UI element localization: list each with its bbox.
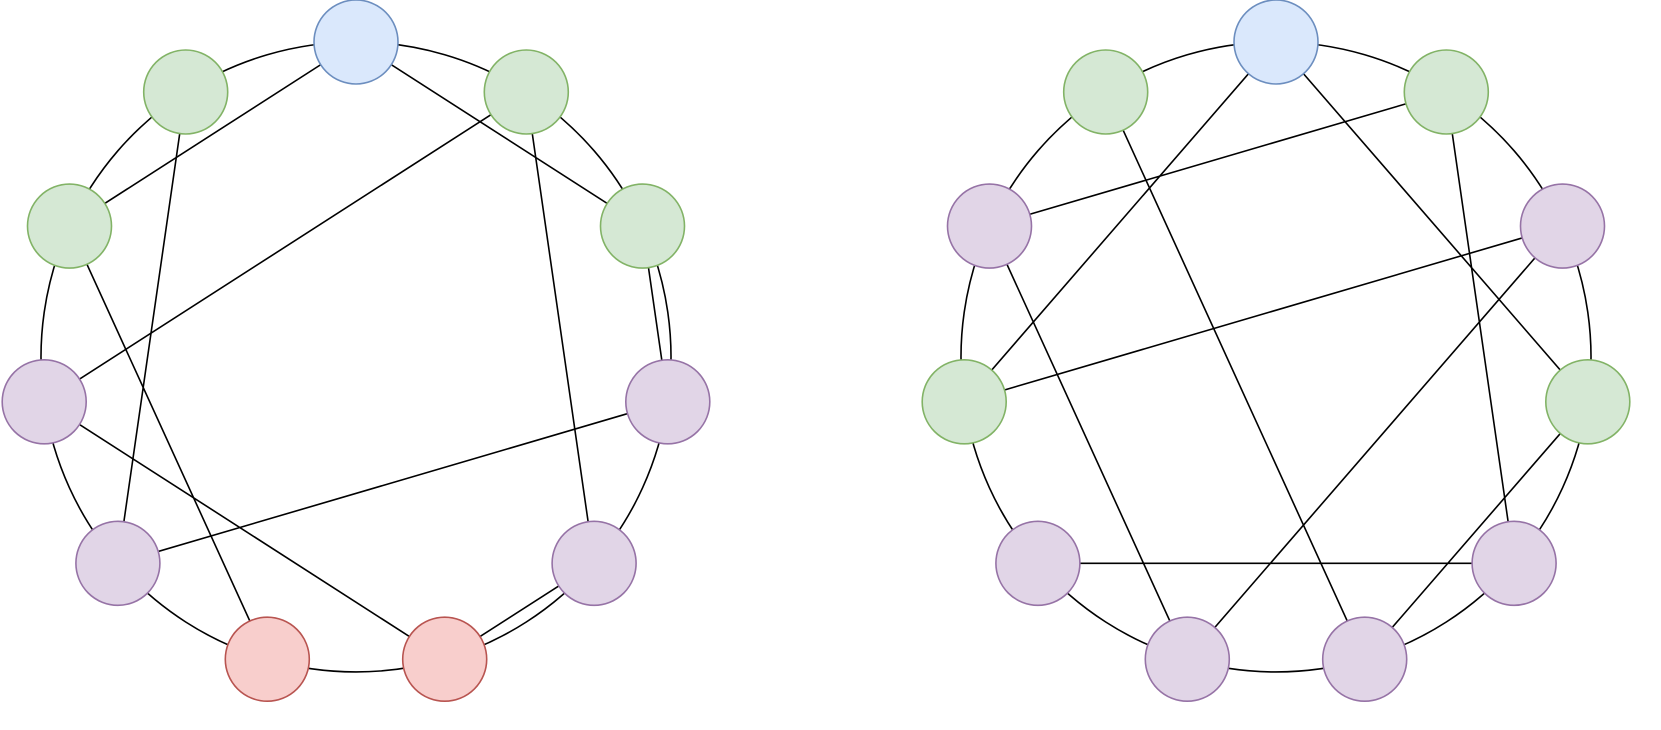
left-node-10-green xyxy=(142,49,229,135)
right-node-2-purple xyxy=(1519,183,1606,269)
left-node-5-red xyxy=(401,616,488,703)
right-node-7-purple xyxy=(995,520,1081,607)
right-chord-edge-9 xyxy=(963,225,1563,403)
left-node-1-green xyxy=(483,49,570,135)
right-chord-edge-3 xyxy=(989,91,1447,227)
right-node-5-purple xyxy=(1321,616,1408,703)
right-node-0-blue xyxy=(1233,0,1319,85)
right-chord-edge-1 xyxy=(963,41,1277,403)
left-node-2-green xyxy=(599,183,686,269)
right-chord-edge-4 xyxy=(1186,225,1564,660)
right-chord-edge-5 xyxy=(1364,401,1589,660)
left-node-7-purple xyxy=(75,520,161,607)
right-chord-edge-8 xyxy=(988,225,1189,660)
right-node-6-purple xyxy=(1144,616,1231,703)
left-node-6-red xyxy=(224,616,311,703)
left-node-8-purple xyxy=(1,358,88,445)
right-node-10-green xyxy=(1062,49,1149,135)
left-chord-edge-8 xyxy=(117,91,187,564)
left-chord-edge-6 xyxy=(43,401,446,660)
left-node-4-purple xyxy=(551,520,637,607)
left-node-9-green xyxy=(26,183,113,269)
left-node-3-purple xyxy=(624,358,711,445)
left-node-0-blue xyxy=(313,0,399,85)
right-ring-graph xyxy=(921,0,1631,703)
left-graph-nodes xyxy=(1,0,711,703)
left-chord-edge-7 xyxy=(68,225,269,660)
right-graph-nodes xyxy=(921,0,1631,703)
right-chord-edge-0 xyxy=(1275,41,1589,403)
right-node-9-purple xyxy=(946,183,1033,269)
left-chord-edge-2 xyxy=(525,91,595,564)
right-chord-edge-7 xyxy=(1104,91,1366,660)
right-node-4-purple xyxy=(1471,520,1557,607)
right-node-1-green xyxy=(1403,49,1490,135)
right-node-8-green xyxy=(921,358,1008,445)
left-chord-edge-0 xyxy=(355,41,643,227)
left-chord-edge-4 xyxy=(117,401,669,565)
right-node-3-green xyxy=(1545,358,1631,445)
left-chord-edge-1 xyxy=(69,41,357,227)
right-chord-edge-2 xyxy=(1445,91,1515,564)
left-chord-edge-9 xyxy=(43,91,527,403)
left-ring-graph xyxy=(1,0,711,703)
